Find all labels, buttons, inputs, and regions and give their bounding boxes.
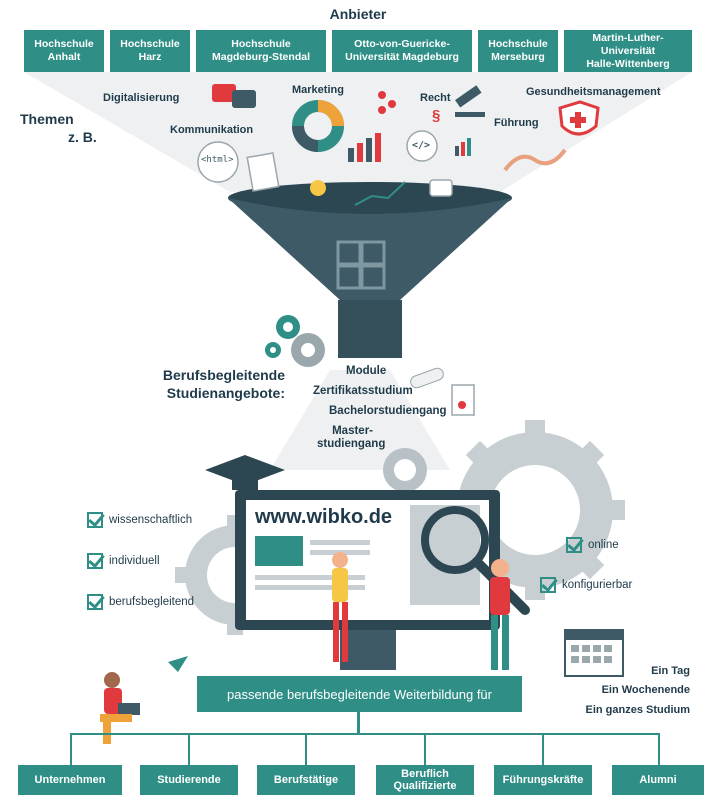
provider-magdeburg-stendal[interactable]: Hochschule Magdeburg-Stendal [196,30,326,72]
bar-chart-icon [348,133,381,162]
offer-zertifikatsstudium[interactable]: Zertifikatsstudium [313,385,413,397]
checkbox-checked-icon [87,553,103,569]
monitor-stand [340,630,396,670]
provider-halle-wittenberg[interactable]: Martin-Luther-Universität Halle-Wittenbe… [564,30,692,72]
html-tag-text: <html> [201,155,234,165]
document-icon [246,152,280,192]
certificate-icon [451,384,475,416]
feature-online: online [566,537,619,553]
provider-merseburg[interactable]: Hochschule Merseburg [478,30,558,72]
paragraph-icon: § [432,107,440,124]
target-beruflich-qualifizierte[interactable]: Beruflich Qualifizierte [376,765,474,795]
providers-title: Anbieter [329,6,387,22]
gavel-icon [455,85,485,117]
feature-konfigurierbar: konfigurierbar [540,577,632,593]
offer-module[interactable]: Module [346,365,387,377]
topic-marketing: Marketing [292,84,344,96]
checkbox-checked-icon [87,512,103,528]
duration-studium: Ein ganzes Studium [585,704,690,716]
target-fuehrungskraefte[interactable]: Führungskräfte [494,765,592,795]
person-man-illustration [490,559,510,670]
offers-title: Berufsbegleitende Studienangebote: [162,367,285,401]
target-studierende[interactable]: Studierende [140,765,238,795]
feature-berufsbegleitend: berufsbegleitend [87,594,194,610]
target-alumni[interactable]: Alumni [612,765,704,795]
checkbox-checked-icon [540,577,556,593]
lightbulb-icon [310,180,326,196]
monitor-url[interactable]: www.wibko.de [255,506,393,528]
topic-fuehrung: Führung [494,117,539,129]
code-tag-text: </> [412,140,431,151]
calendar-icon [564,629,624,677]
chat-bubble-2-icon [232,90,256,108]
html-bubble-icon [197,141,239,183]
checkbox-checked-icon [566,537,582,553]
feature-individuell: individuell [87,553,160,569]
person-woman-illustration [332,552,348,662]
target-berufstaetige[interactable]: Berufstätige [257,765,355,795]
offer-master[interactable]: Master- studiengang [317,425,386,450]
topics-label: Themen z. B. [20,111,97,145]
graduation-cap-icon [205,455,285,485]
share-icon [378,91,396,114]
tree-branch [70,733,660,735]
topic-digitalisierung: Digitalisierung [103,92,180,104]
topic-kommunikation: Kommunikation [170,124,254,136]
paper-plane-icon [168,656,188,672]
topics-cone [24,72,692,192]
offer-bachelor[interactable]: Bachelorstudiengang [329,405,447,417]
tree-trunk [357,712,360,734]
topic-gesundheitsmanagement: Gesundheitsmanagement [526,86,661,98]
topic-recht: Recht [420,92,451,104]
offers-cone [270,370,450,470]
chat-small-icon [429,179,453,197]
duration-wochenende: Ein Wochenende [601,684,690,696]
provider-anhalt[interactable]: Hochschule Anhalt [24,30,104,72]
chat-bubble-icon [212,84,236,102]
puzzle-icon [336,240,386,290]
line-graph-icon [354,181,406,206]
code-bubble-icon [406,130,438,162]
checkbox-checked-icon [87,594,103,610]
duration-tag: Ein Tag [651,665,690,677]
provider-harz[interactable]: Hochschule Harz [110,30,190,72]
dna-icon [503,148,567,172]
bar-chart-small-icon [455,138,471,156]
diploma-icon [410,367,444,389]
feature-wissenschaftlich: wissenschaftlich [87,512,192,528]
magnifier-icon [421,506,489,574]
provider-ovgu[interactable]: Otto-von-Guericke- Universität Magdeburg [332,30,472,72]
target-unternehmen[interactable]: Unternehmen [18,765,122,795]
funnel-body [228,198,512,355]
offer-banner: passende berufsbegleitende Weiterbildung… [197,676,522,712]
funnel-spout [338,300,402,358]
